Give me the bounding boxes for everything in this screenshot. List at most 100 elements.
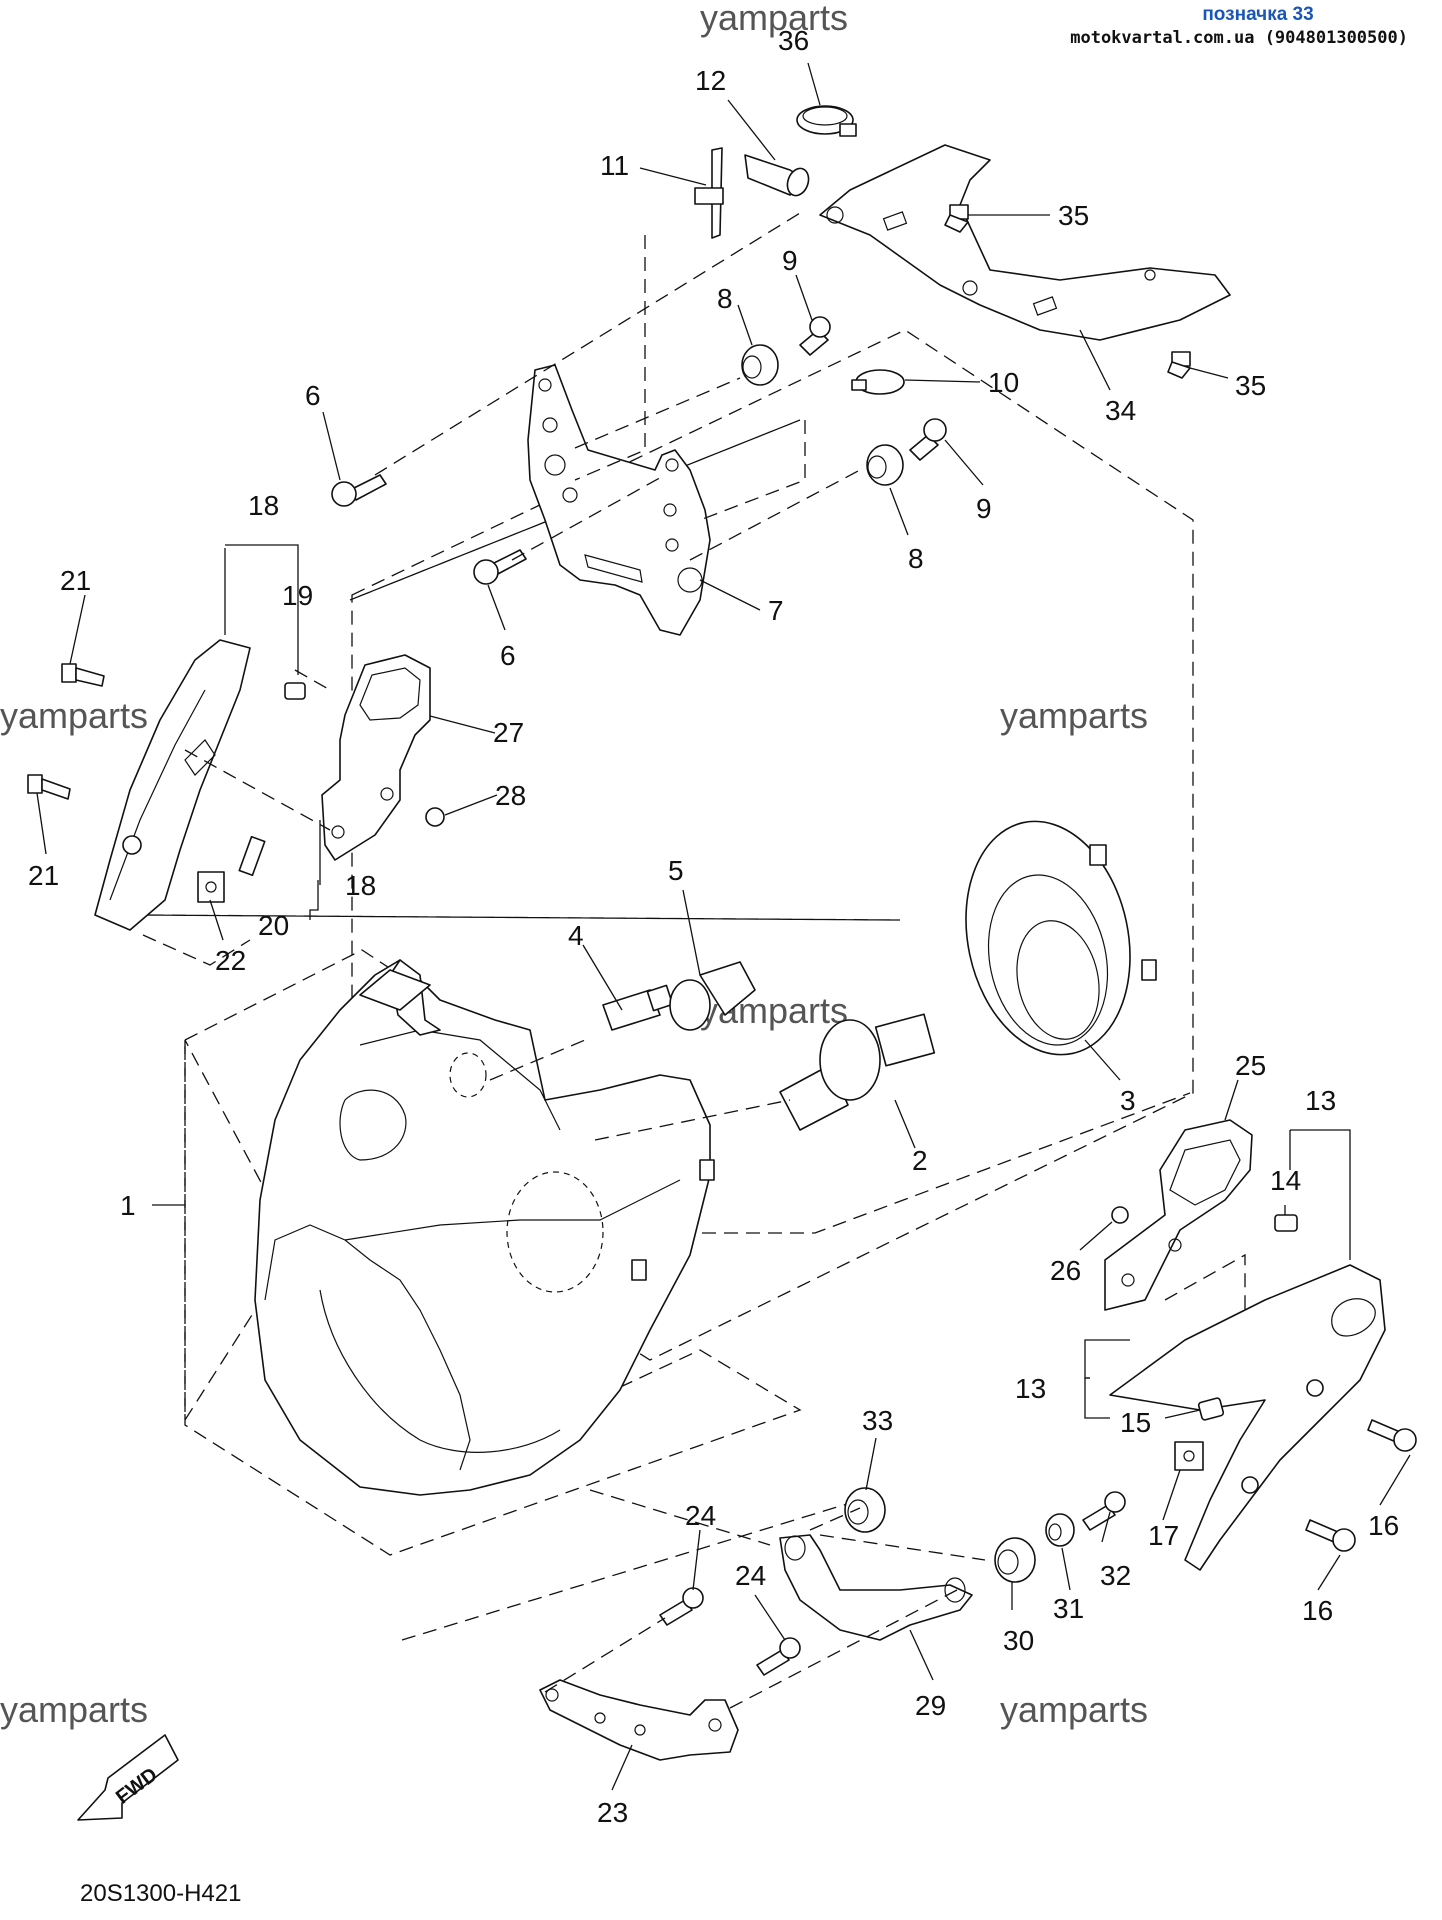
callout-2: 2 <box>912 1145 928 1176</box>
bolt-shaft <box>756 1649 790 1676</box>
stay-23 <box>539 1679 739 1761</box>
link-grommet-upper <box>574 377 741 449</box>
stay-bracket-body <box>819 144 1231 341</box>
headlight-unit-1 <box>254 959 715 1496</box>
stay-bracket-34 <box>819 144 1231 341</box>
headlight-upper-edge <box>344 1179 681 1241</box>
stay-hole <box>594 1712 606 1724</box>
outline-link-b <box>349 419 801 601</box>
stay-bracket-hole <box>962 280 978 296</box>
bolt-24-lower <box>756 1637 801 1676</box>
bolt-shaft <box>909 434 939 461</box>
grommet-hole <box>867 455 887 479</box>
bulb-base <box>646 984 674 1012</box>
grommet-body <box>994 1537 1036 1583</box>
cover-inner <box>987 874 1109 1046</box>
link-grommet33 <box>809 1507 861 1531</box>
clamp-ring <box>796 105 854 135</box>
bracket-slot <box>584 554 643 583</box>
headlight-lens-left <box>264 1224 471 1471</box>
callout-14: 14 <box>1270 1165 1301 1196</box>
bracket-hole <box>665 458 679 472</box>
bracket-hole <box>544 454 566 476</box>
callout-9-lower: 9 <box>976 493 992 524</box>
outline-link-a <box>139 914 901 921</box>
bracket-hole <box>331 825 345 839</box>
grommet-30 <box>994 1537 1036 1583</box>
nut-22 <box>197 871 225 903</box>
grommet-body <box>866 444 904 486</box>
side-cover-body <box>94 639 251 931</box>
callout-4: 4 <box>568 920 584 951</box>
cover-tab <box>1089 844 1107 866</box>
bulb-2 <box>779 1013 936 1131</box>
callout-28: 28 <box>495 780 526 811</box>
bracket-hole <box>663 503 677 517</box>
bolt-shaft <box>41 778 71 800</box>
callout-16-upper: 16 <box>1368 1510 1399 1541</box>
headlight-clip <box>699 1159 715 1181</box>
callout-20: 20 <box>258 910 289 941</box>
headlight-stay <box>359 969 431 1011</box>
callout-24-upper: 24 <box>685 1500 716 1531</box>
bolt-washer <box>944 214 969 233</box>
bolt-head <box>1104 1491 1126 1513</box>
pad-15 <box>1197 1397 1225 1421</box>
link-pad19 <box>294 669 331 691</box>
callout-35-upper: 35 <box>1058 200 1089 231</box>
callout-34: 34 <box>1105 395 1136 426</box>
watermark-right-upper: yamparts <box>1000 695 1148 736</box>
cover-tab <box>1141 959 1157 981</box>
stay-bracket-hole <box>1144 269 1156 281</box>
nut-17 <box>1174 1441 1204 1471</box>
bracket-hole <box>1168 1238 1182 1252</box>
callout-18-lower: 18 <box>345 870 376 901</box>
callout-32: 32 <box>1100 1560 1131 1591</box>
bracket-hole <box>677 567 703 593</box>
side-cover-vent <box>1331 1298 1376 1337</box>
grommet-body <box>741 344 779 386</box>
callouts: 36 12 11 35 35 34 9 8 10 9 8 6 6 7 18 19… <box>28 25 1399 1828</box>
callout-25: 25 <box>1235 1050 1266 1081</box>
callout-12: 12 <box>695 65 726 96</box>
watermark-top: yamparts <box>700 0 848 38</box>
stay-bracket-slot <box>882 211 908 231</box>
bolt-shaft <box>1082 1504 1116 1531</box>
bolt-head <box>331 481 357 507</box>
stay-hole <box>944 1577 966 1603</box>
callout-3: 3 <box>1120 1085 1136 1116</box>
collar-31 <box>1045 1513 1075 1547</box>
bolt-head <box>779 1637 801 1659</box>
link-bolt-stay <box>374 209 806 476</box>
callout-16-lower: 16 <box>1302 1595 1333 1626</box>
link-clip-bracket <box>574 235 646 481</box>
nut-28 <box>425 807 445 827</box>
bracket-opening <box>359 667 421 721</box>
collar-end <box>786 167 810 197</box>
side-cover-hole <box>122 835 142 855</box>
callout-6-upper: 6 <box>305 380 321 411</box>
bolt-24-upper <box>659 1587 704 1626</box>
stay-hole <box>634 1724 646 1736</box>
callout-30: 30 <box>1003 1625 1034 1656</box>
grommet-hole <box>742 355 762 379</box>
source-label: motokvartal.com.ua (904801300500) <box>1070 28 1408 48</box>
rubber-cover-3 <box>965 820 1157 1056</box>
headlight-position-socket <box>449 1052 487 1098</box>
collar-body <box>1045 1513 1075 1547</box>
bolt-head <box>27 774 43 794</box>
stay-bracket-slot <box>1032 296 1058 316</box>
callout-29: 29 <box>915 1690 946 1721</box>
callout-17: 17 <box>1148 1520 1179 1551</box>
callout-19: 19 <box>282 580 313 611</box>
bracket-hole <box>665 538 679 552</box>
bolt-21-lower <box>27 774 71 800</box>
leader-lines <box>36 62 1411 1791</box>
watermark-left-upper: yamparts <box>0 695 148 736</box>
grommet-33 <box>844 1487 886 1533</box>
callout-13-lower: 13 <box>1015 1373 1046 1404</box>
bolt-35-upper <box>944 204 969 233</box>
bolt-32 <box>1082 1491 1126 1531</box>
bracket-25 <box>1104 1119 1253 1311</box>
pad-14 <box>1274 1214 1298 1232</box>
